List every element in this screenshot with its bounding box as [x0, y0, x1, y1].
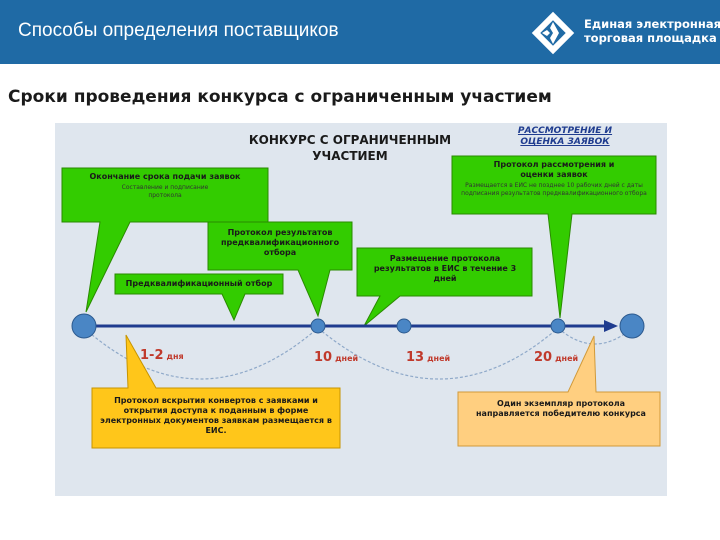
node-13: [396, 318, 412, 334]
stage-title: РАССМОТРЕНИЕ И ОЦЕНКА ЗАЯВОК: [500, 126, 630, 148]
logo-line2: торговая площадка: [584, 31, 717, 45]
callout-review: Протокол рассмотрения и оценки заявок Ра…: [456, 160, 652, 198]
callout-review-shape: [451, 155, 657, 319]
callout-prequal-title: Предквалификационный отбор: [125, 279, 273, 288]
node-10: [310, 318, 326, 334]
callout-deadline-shape: [61, 167, 269, 313]
callout-publish: Размещение протокола результатов в ЕИС в…: [362, 254, 528, 284]
callout-winner-title: Один экземпляр протокола направляется по…: [476, 399, 646, 418]
callout-deadline-title: Окончание срока подачи заявок: [89, 172, 241, 181]
etp-logo-icon: [531, 11, 575, 55]
callout-opening-title: Протокол вскрытия конвертов с заявками и…: [100, 396, 332, 435]
day-label-1-2-unit: дня: [166, 352, 184, 361]
callout-review-desc: Размещается в ЕИС не позднее 10 рабочих …: [461, 182, 647, 197]
callout-opening-shape: [91, 334, 341, 449]
callout-winner: Один экземпляр протокола направляется по…: [476, 399, 646, 419]
callout-opening: Протокол вскрытия конвертов с заявками и…: [96, 396, 336, 436]
diagram-title-line2: УЧАСТИЕМ: [312, 149, 388, 163]
day-label-1-2-num: 1-2: [140, 348, 164, 363]
slide-title: Сроки проведения конкурса с ограниченным…: [8, 87, 552, 107]
day-label-10-num: 10: [314, 350, 333, 365]
node-end: [619, 313, 645, 339]
diagram-title-line1: КОНКУРС С ОГРАНИЧЕННЫМ: [248, 133, 452, 147]
arc-1: [83, 327, 319, 380]
node-20: [550, 318, 566, 334]
header-title: Способы определения поставщиков: [18, 20, 339, 41]
callout-publish-shape: [356, 247, 533, 327]
day-label-20-num: 20: [534, 350, 553, 365]
callout-prequal-shape: [114, 273, 284, 322]
callout-deadline: Окончание срока подачи заявок Составлени…: [66, 172, 264, 200]
stage-title-line1: РАССМОТРЕНИЕ И: [517, 126, 613, 136]
stage-title-line2: ОЦЕНКА ЗАЯВОК: [520, 137, 610, 147]
callout-publish-title: Размещение протокола результатов в ЕИС в…: [373, 254, 517, 283]
logo-line1: Единая электронная: [584, 17, 720, 31]
node-start: [71, 313, 97, 339]
arc-3: [557, 327, 633, 345]
callout-prequal-protocol: Протокол результатов предквалификационно…: [212, 228, 348, 258]
callout-prequal: Предквалификационный отбор: [117, 279, 281, 289]
slide-header: Способы определения поставщиков Единая э…: [0, 0, 720, 64]
logo-text: Единая электронная торговая площадка: [584, 17, 720, 45]
day-label-20-unit: дней: [555, 354, 579, 363]
diagram-title: КОНКУРС С ОГРАНИЧЕННЫМ УЧАСТИЕМ: [230, 132, 470, 164]
day-label-13-unit: дней: [427, 354, 451, 363]
callout-deadline-desc: Составление и подписание протокола: [121, 184, 209, 199]
day-label-13-num: 13: [406, 350, 425, 365]
timeline-arrowhead: [604, 320, 618, 332]
day-label-10-unit: дней: [335, 354, 359, 363]
callout-prequal-protocol-title: Протокол результатов предквалификационно…: [220, 228, 340, 257]
callout-prequal-protocol-shape: [207, 221, 353, 318]
callout-review-title: Протокол рассмотрения и оценки заявок: [493, 160, 615, 179]
callout-winner-shape: [457, 335, 661, 447]
